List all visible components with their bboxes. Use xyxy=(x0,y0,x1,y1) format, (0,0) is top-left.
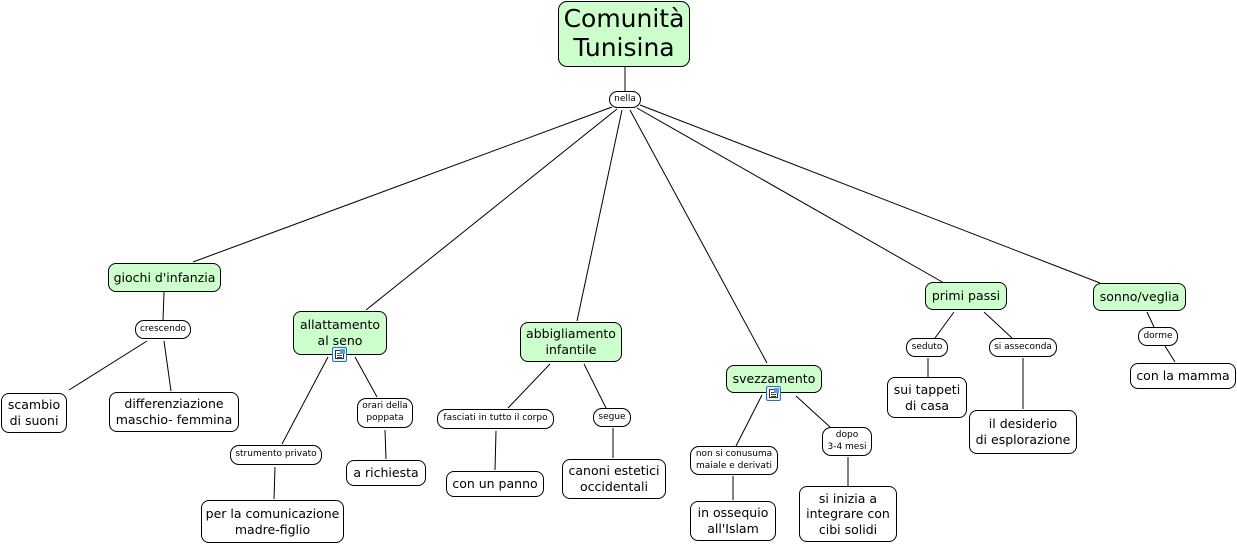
linking-phrase-nella[interactable]: nella xyxy=(609,91,641,108)
line xyxy=(983,311,1013,339)
linking-phrase-strumento-privato[interactable]: strumento privato xyxy=(230,445,322,465)
line xyxy=(68,340,148,391)
line xyxy=(1146,311,1155,328)
line xyxy=(583,363,607,409)
linking-phrase-seduto[interactable]: seduto xyxy=(906,338,948,357)
concept-canoni-estetici[interactable]: canoni estetici occidentali xyxy=(562,459,666,499)
line xyxy=(507,363,551,409)
line xyxy=(273,466,276,500)
concept-comunicazione-madre-figlio[interactable]: per la comunicazione madre-figlio xyxy=(201,500,344,543)
linking-phrase-dorme[interactable]: dorme xyxy=(1138,327,1178,346)
linking-phrase-crescendo[interactable]: crescendo xyxy=(135,320,191,339)
line xyxy=(795,395,831,428)
line xyxy=(162,291,165,321)
concept-a-richiesta[interactable]: a richiesta xyxy=(346,460,426,486)
line xyxy=(576,109,623,322)
concept-sonno-veglia[interactable]: sonno/veglia xyxy=(1093,283,1186,311)
line xyxy=(354,356,378,398)
line xyxy=(934,311,955,339)
concept-giochi-infanzia[interactable]: giochi d'infanzia xyxy=(108,263,221,292)
concept-tappeti-di-casa[interactable]: sui tappeti di casa xyxy=(887,377,967,418)
line xyxy=(281,356,329,445)
line xyxy=(629,109,768,364)
linking-phrase-non-si-consuma[interactable]: non si conusuma maiale e derivati xyxy=(690,446,778,475)
linking-phrase-si-asseconda[interactable]: si asseconda xyxy=(989,338,1057,357)
concept-abbigliamento[interactable]: abbigliamento infantile xyxy=(520,322,622,362)
linking-phrase-orari-poppata[interactable]: orari della poppata xyxy=(357,398,413,428)
line xyxy=(494,430,497,471)
concept-con-la-mamma[interactable]: con la mamma xyxy=(1130,363,1236,389)
line xyxy=(636,107,945,284)
linking-phrase-segue[interactable]: segue xyxy=(593,408,631,427)
line xyxy=(639,104,1101,284)
line xyxy=(735,394,763,447)
concept-ossequio-islam[interactable]: in ossequio all'Islam xyxy=(690,501,776,541)
line xyxy=(365,108,618,311)
concept-desiderio-esplorazione[interactable]: il desiderio di esplorazione xyxy=(969,410,1077,454)
concept-allattamento[interactable]: allattamento al seno xyxy=(293,311,387,355)
linking-phrase-dopo-3-4-mesi[interactable]: dopo 3-4 mesi xyxy=(822,427,872,456)
concept-cibi-solidi[interactable]: si inizia a integrare con cibi solidi xyxy=(799,486,897,542)
concept-primi-passi[interactable]: primi passi xyxy=(925,282,1007,310)
document-attachment-icon[interactable] xyxy=(766,386,781,401)
concept-con-un-panno[interactable]: con un panno xyxy=(446,471,544,497)
line xyxy=(384,429,387,460)
concept-differenziazione[interactable]: differenziazione maschio- femmina xyxy=(109,392,239,432)
concept-scambio-di-suoni[interactable]: scambio di suoni xyxy=(1,393,67,433)
line xyxy=(1164,345,1176,363)
line xyxy=(163,340,172,392)
document-attachment-icon[interactable] xyxy=(332,347,347,362)
linking-phrase-fasciati[interactable]: fasciati in tutto il corpo xyxy=(437,409,554,429)
line xyxy=(192,106,613,263)
root-concept[interactable]: Comunità Tunisina xyxy=(558,1,690,67)
